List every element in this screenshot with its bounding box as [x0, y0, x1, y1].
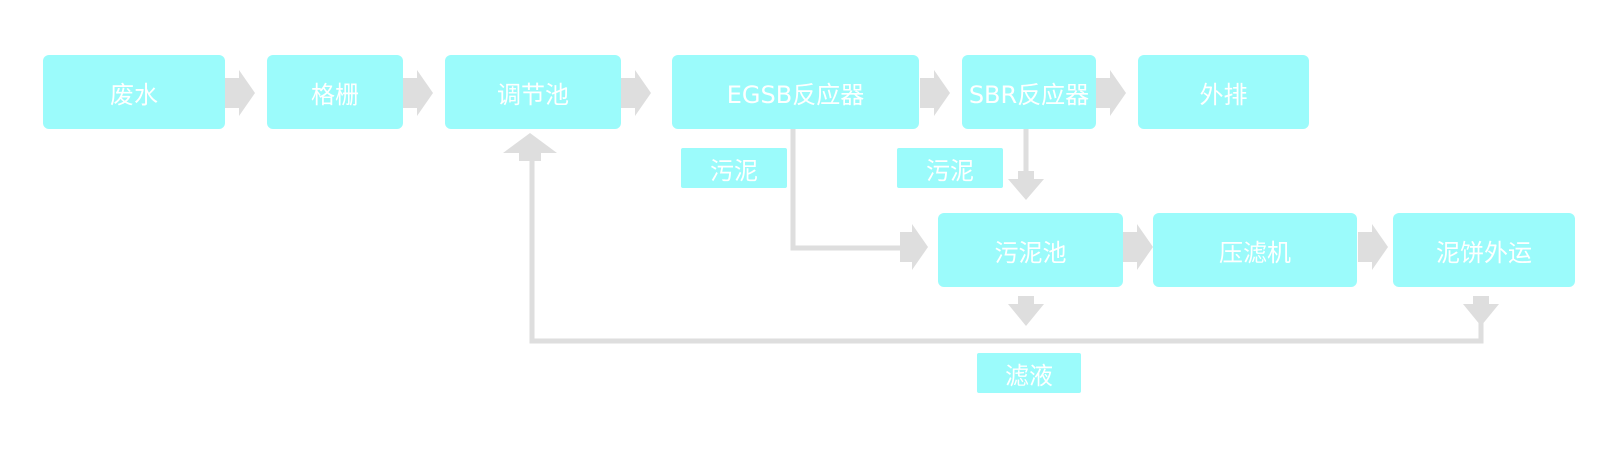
- node-screen: 格栅: [267, 55, 403, 129]
- node-cake-removal: 泥饼外运: [1393, 213, 1575, 287]
- arrow-filtrate-up-to-equalization: [503, 133, 557, 161]
- node-sludge-tank: 污泥池: [938, 213, 1123, 287]
- arrow-sludge-tank-down: [1008, 296, 1044, 326]
- arrow-wastewater-to-screen: [225, 70, 255, 116]
- arrow-sbr-down-to-sludge-tank: [1008, 171, 1044, 200]
- arrow-egsb-to-sbr: [920, 70, 950, 116]
- label-filtrate: 滤液: [977, 353, 1081, 393]
- label-sludge-sbr: 污泥: [897, 148, 1003, 188]
- node-egsb-reactor: EGSB反应器: [672, 55, 919, 129]
- arrow-cake-removal-down: [1463, 296, 1499, 326]
- node-filter-press: 压滤机: [1153, 213, 1357, 287]
- arrow-sludge-tank-to-filter-press: [1123, 224, 1153, 270]
- node-wastewater: 废水: [43, 55, 225, 129]
- node-equalization-tank: 调节池: [445, 55, 621, 129]
- node-sbr-reactor: SBR反应器: [962, 55, 1096, 129]
- node-discharge: 外排: [1138, 55, 1309, 129]
- arrow-screen-to-equalization: [403, 70, 433, 116]
- line-filtrate-return: [529, 158, 1484, 344]
- arrow-sludge-line-to-sludge-tank: [900, 224, 928, 270]
- arrow-equalization-to-egsb: [621, 70, 651, 116]
- arrow-sbr-to-discharge: [1096, 70, 1126, 116]
- label-sludge-egsb: 污泥: [681, 148, 787, 188]
- line-egsb-sludge: [790, 128, 900, 251]
- arrow-filter-press-to-cake-removal: [1358, 224, 1388, 270]
